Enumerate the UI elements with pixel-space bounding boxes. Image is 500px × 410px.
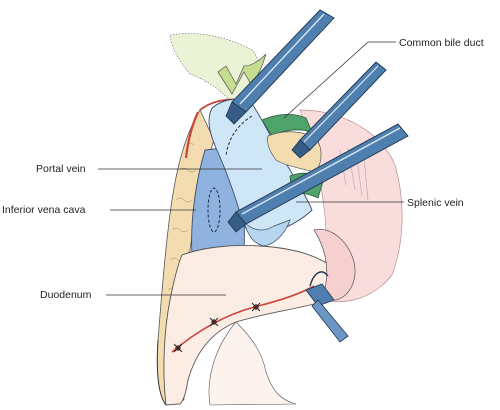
label-inferior-vena-cava: Inferior vena cava (2, 204, 86, 216)
duodenum-inner-fold (208, 321, 297, 406)
leader-common-bile-duct (283, 41, 369, 119)
label-portal-vein: Portal vein (36, 163, 86, 175)
suture-stitches (173, 302, 261, 353)
label-common-bile-duct: Common bile duct (399, 37, 484, 49)
hepatoduodenal-ligament (169, 33, 263, 105)
pancreas-head (313, 228, 356, 301)
artery-left (184, 111, 199, 159)
portal-vein-lower (243, 219, 291, 247)
forceps-upper (225, 9, 335, 125)
retractor (305, 271, 349, 343)
specimen-outline (156, 339, 167, 406)
label-splenic-vein: Splenic vein (407, 197, 464, 209)
ivc-dashed-outline (207, 187, 221, 233)
forceps-middle (291, 61, 387, 159)
forceps-lower (227, 123, 409, 233)
portal-vein-dashed (225, 115, 253, 157)
label-duodenum: Duodenum (40, 289, 92, 301)
